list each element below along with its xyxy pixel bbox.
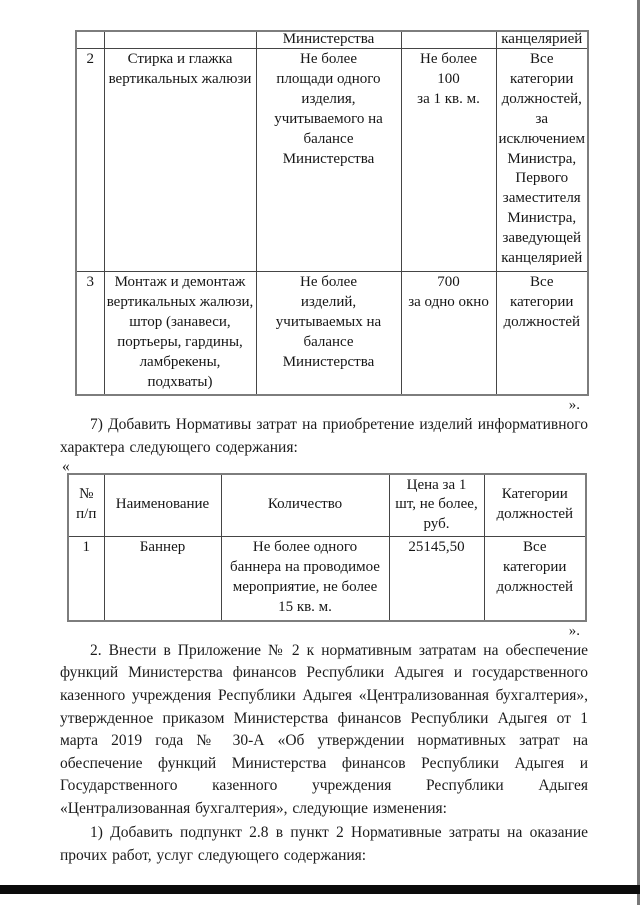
table-opening-quote: « [62,457,70,475]
paragraph-subitem-7: 7) Добавить Нормативы затрат на приобрет… [60,416,588,456]
cell-quantity: Не более одного баннера на проводимое ме… [220,536,390,622]
cell-name: Монтаж и демонтаж вертикальных жалюзи, ш… [103,270,257,396]
paragraph-subitem-1: 1) Добавить подпункт 2.8 в пункт 2 Норма… [60,824,588,865]
cell-categories: Все категории должностей, за исключением… [495,48,589,272]
cell-num: 1 [67,536,105,622]
paragraph-point-2: 2. Внести в Приложение № 2 к нормативным… [60,641,588,817]
cell-name-empty [103,30,257,49]
table-closing-quote: ». [568,397,580,414]
header-name: Наименование [103,473,222,538]
table-header-row: № п/п Наименование Количество Цена за 1 … [67,473,587,538]
cell-categories: Все категории должностей [495,270,589,396]
cell-name: Баннер [103,536,222,622]
cell-price: 25145,50 [388,536,485,622]
cell-quantity: Не более изделий, учитываемых на балансе… [255,270,402,396]
header-num: № п/п [67,473,105,538]
document-content: Министерства канцелярией 2 Стирка и глаж… [60,0,589,868]
header-quantity: Количество [220,473,390,538]
cell-price: 700 за одно окно [400,270,497,396]
cell-quantity: Не более площади одного изделия, учитыва… [255,48,402,272]
cell-price-empty [400,30,497,49]
table-closing-quote: ». [568,622,580,639]
cell-num: 2 [75,48,105,272]
cell-categories-tail: канцелярией [495,30,589,49]
cell-quantity-tail: Министерства [255,30,402,49]
cell-price: Не более 100 за 1 кв. м. [400,48,497,272]
cell-num-empty [75,30,105,49]
scan-edge-right-line [637,0,640,905]
cell-num: 3 [75,270,105,396]
header-price: Цена за 1 шт, не более, руб. [388,473,485,538]
scan-edge-bottom-bar [0,885,640,894]
table-row: 3 Монтаж и демонтаж вертикальных жалюзи,… [75,270,589,396]
header-categories: Категории должностей [483,473,587,538]
cell-categories: Все категории должностей [483,536,587,622]
table-banner-norms: № п/п Наименование Количество Цена за 1 … [67,472,587,622]
cell-name: Стирка и глажка вертикальных жалюзи [103,48,257,272]
table-row: 2 Стирка и глажка вертикальных жалюзи Не… [75,48,589,272]
table-blinds-services: Министерства канцелярией 2 Стирка и глаж… [75,30,589,397]
table-row-carryover: Министерства канцелярией [75,30,589,49]
table-row: 1 Баннер Не более одного баннера на пров… [67,536,587,622]
